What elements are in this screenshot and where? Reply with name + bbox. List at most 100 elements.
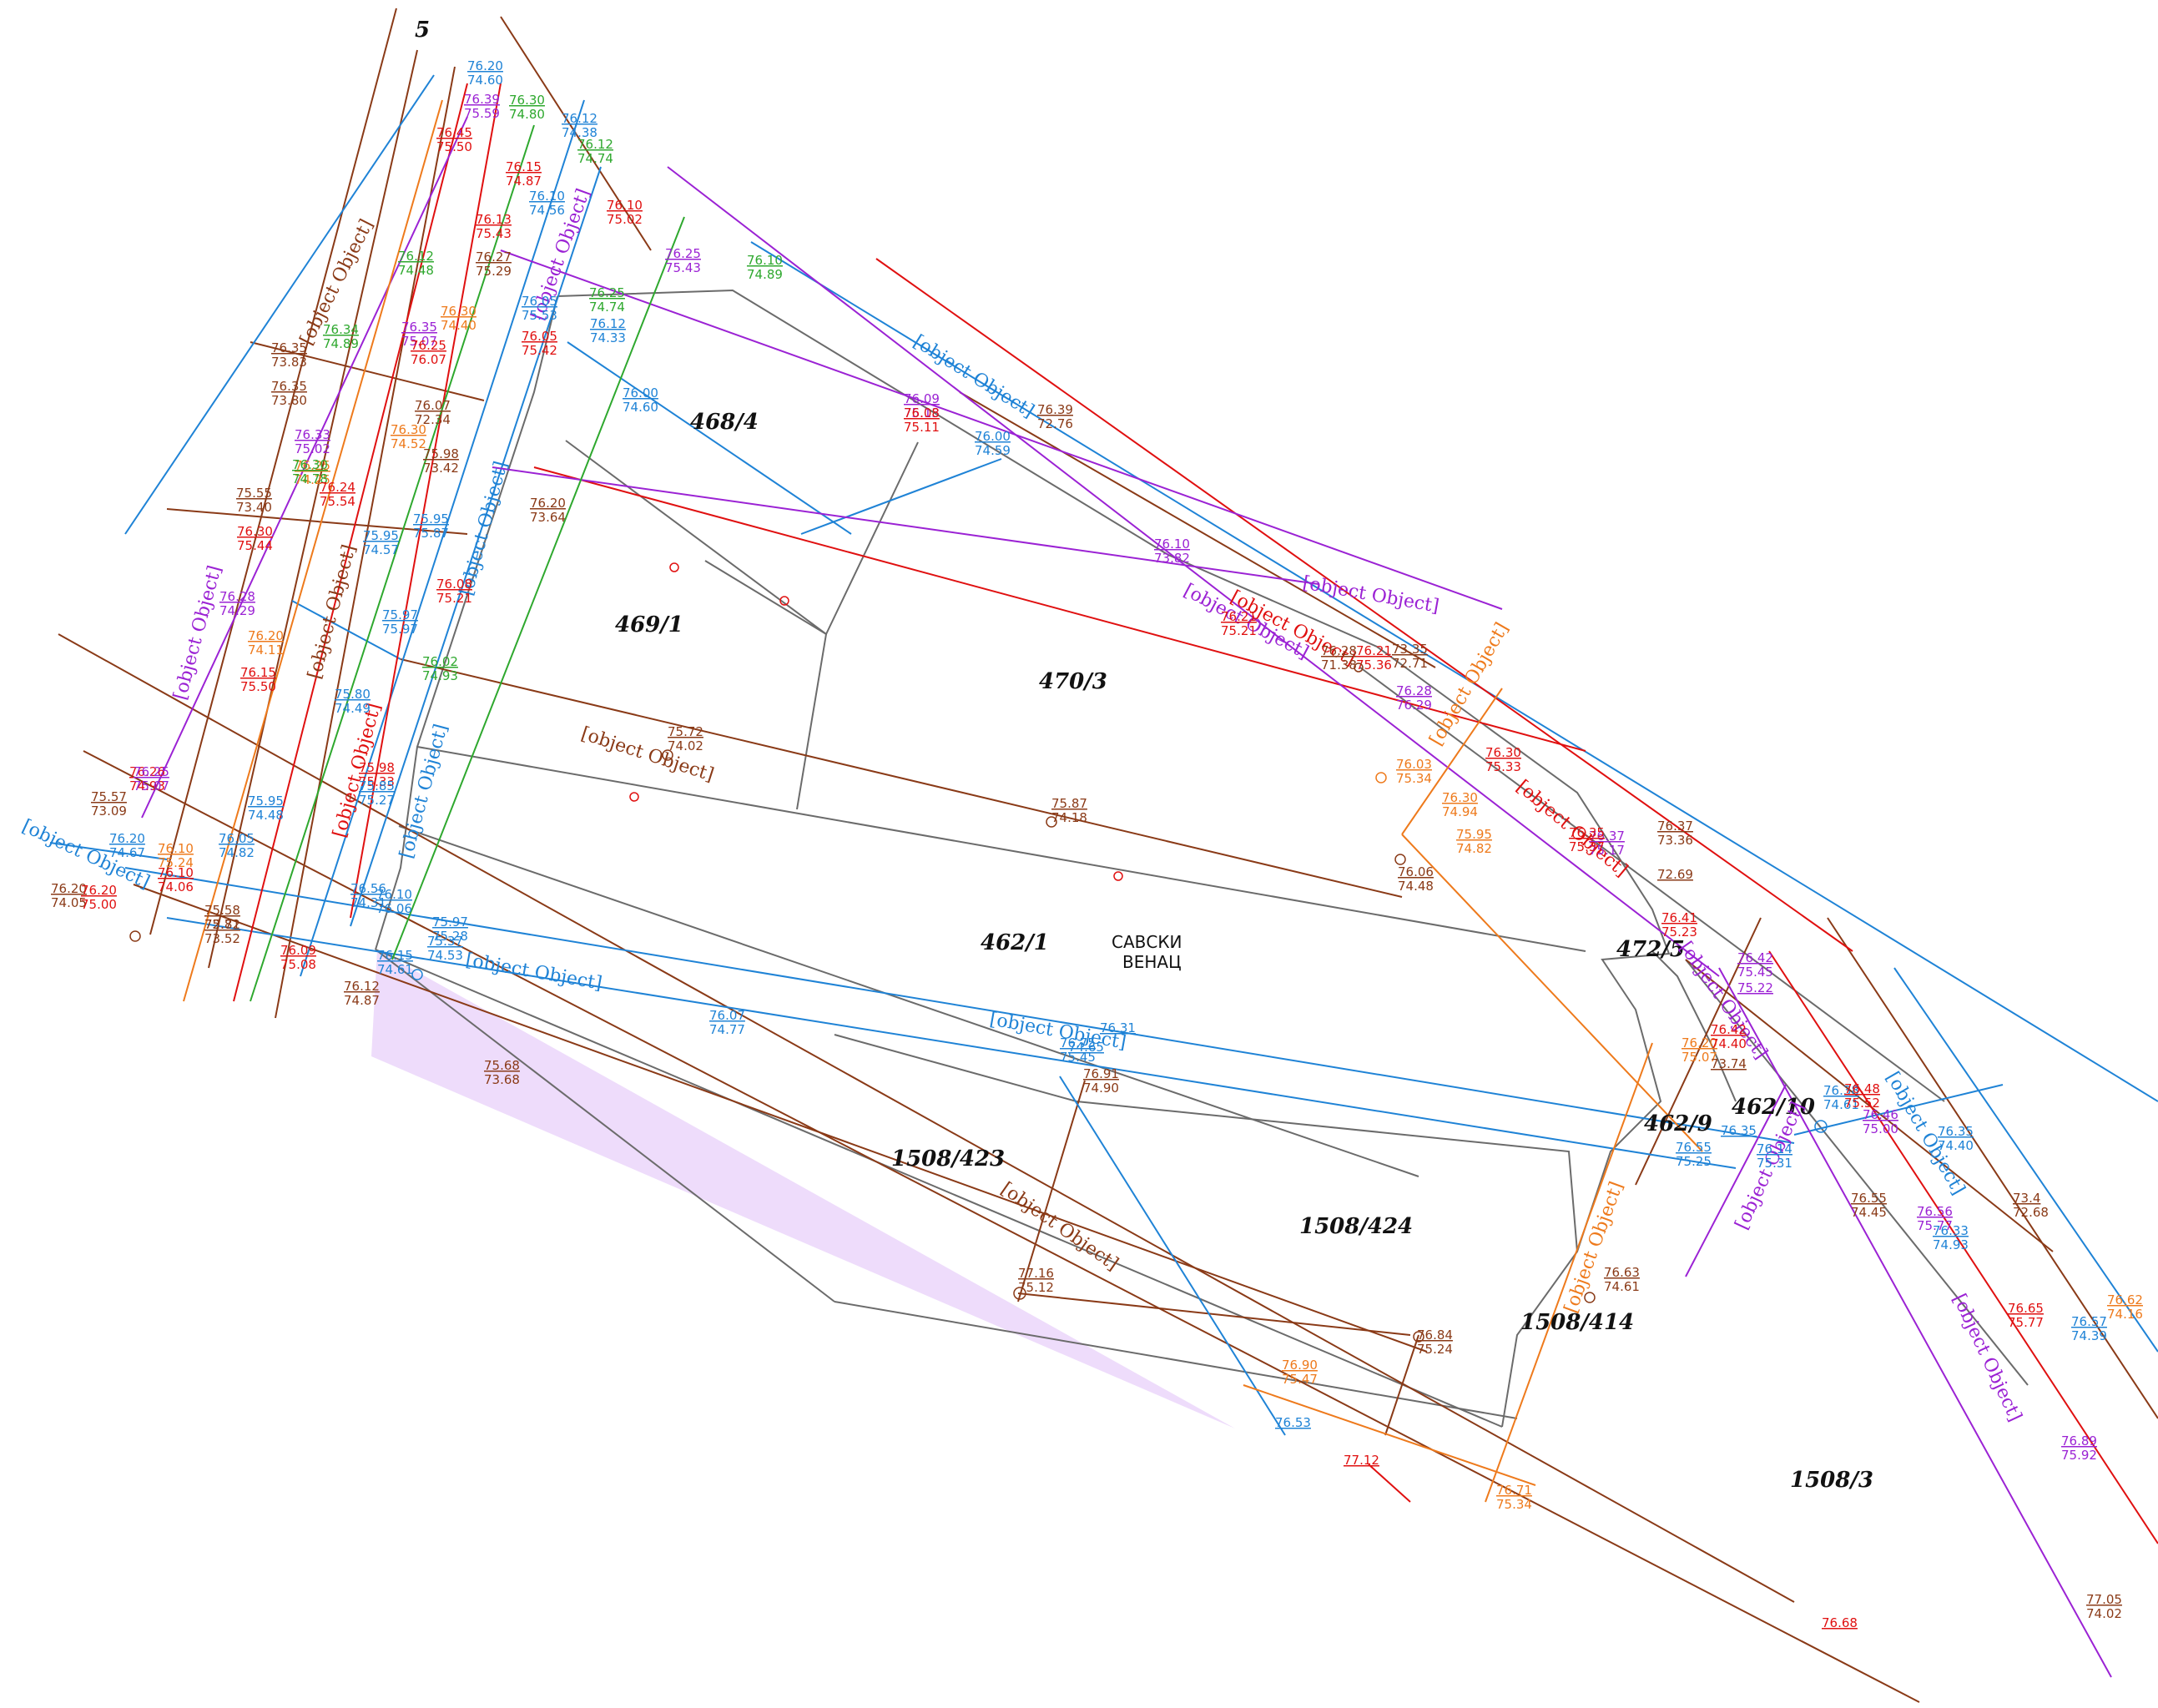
elevation-bottom: 74.94 <box>1442 804 1478 819</box>
elevation-top: 76.30 <box>292 457 328 472</box>
elevation-bottom: 75.29 <box>476 264 512 279</box>
manhole-icon <box>1375 772 1387 783</box>
elevation-top: 76.41 <box>1661 910 1697 925</box>
elevation-bottom: 74.89 <box>323 336 359 351</box>
elevation-top: 76.37 <box>1657 819 1693 834</box>
elevation-bottom: 73.40 <box>236 500 272 515</box>
telecom-lines <box>141 116 2112 1678</box>
elevation-bottom: 74.56 <box>529 203 565 218</box>
elevation-top: 75.97 <box>432 914 468 930</box>
elevation-top: 76.42 <box>1737 950 1773 965</box>
elevation-bottom: 76.07 <box>411 352 446 367</box>
elevation-top: 75.22 <box>1737 980 1773 995</box>
elevation-top: 76.13 <box>476 212 512 227</box>
elevation-bottom: 75.33 <box>1485 759 1521 774</box>
elevation-bottom: 74.78 <box>292 471 328 486</box>
parcel-label: 469/1 <box>615 612 683 637</box>
elevation-top: 75.98 <box>359 760 395 775</box>
elevation-top: 76.75 <box>1060 1035 1096 1050</box>
elevation-bottom: 75.21 <box>1221 623 1257 638</box>
elevation-top: 76.35 <box>1938 1124 1974 1139</box>
elevation-bottom: 73.52 <box>204 931 240 946</box>
elevation-top: 76.30 <box>509 93 545 108</box>
elevation-bottom: 74.93 <box>1933 1237 1969 1252</box>
elevation-top: 76.10 <box>747 253 783 268</box>
elevation-top: 76.20 <box>530 496 566 511</box>
elevation-bottom: 74.49 <box>335 701 371 716</box>
parcel-label: 1508/423 <box>891 1146 1005 1171</box>
parcel-label: 470/3 <box>1039 669 1107 694</box>
elevation-top: 75.57 <box>91 789 127 804</box>
elevation-top: 76.28 <box>219 589 255 604</box>
elevation-bottom: 75.34 <box>1496 1497 1532 1512</box>
elevation-top: 76.56 <box>1917 1204 1953 1219</box>
elevation-bottom: 75.52 <box>1844 1096 1880 1111</box>
elevation-top: 76.20 <box>81 883 117 898</box>
elevation-bottom: 74.40 <box>441 318 476 333</box>
elevation-top: 76.39 <box>1037 402 1073 417</box>
heat-lines <box>250 124 685 1002</box>
elevation-bottom: 74.45 <box>1851 1205 1887 1220</box>
elevation-top: 76.10 <box>1154 537 1190 552</box>
parcel-label: 472/5 <box>1616 937 1685 962</box>
elevation-bottom: 75.50 <box>436 139 472 154</box>
elevation-bottom: 75.34 <box>1396 771 1432 786</box>
elevation-bottom: 75.44 <box>237 538 273 553</box>
elevation-bottom: 75.00 <box>81 897 117 912</box>
elevation-bottom: 74.48 <box>248 808 284 823</box>
elevation-top: 76.39 <box>464 92 500 107</box>
elevation-top: 75.95 <box>248 794 284 809</box>
elevation-top: 76.33 <box>295 427 330 442</box>
elevation-top: 76.35 <box>271 379 307 394</box>
elevation-top: 76.89 <box>2061 1433 2097 1449</box>
elevation-top: 75.87 <box>1051 796 1087 811</box>
elevation-top: 76.55 <box>1676 1140 1712 1155</box>
elevation-top: 76.26 <box>129 764 165 779</box>
elevation-bottom: 73.83 <box>271 355 307 370</box>
sheet-number: 5 <box>415 18 430 43</box>
elevation-bottom: 75.50 <box>240 679 276 694</box>
elevation-top: 75.58 <box>204 903 240 918</box>
elevation-top: 76.35 <box>1721 1123 1757 1138</box>
elevation-bottom: 75.45 <box>1060 1050 1096 1065</box>
elevation-bottom: 74.40 <box>1938 1138 1974 1153</box>
elevation-top: 76.28 <box>1321 643 1357 658</box>
elevation-top: 76.07 <box>415 398 451 413</box>
elevation-bottom: 75.02 <box>607 212 643 227</box>
elevation-bottom: 73.36 <box>1657 833 1693 848</box>
elevation-top: 76.30 <box>391 422 426 437</box>
elevation-bottom: 75.59 <box>464 106 500 121</box>
elevation-top: 72.69 <box>1657 867 1693 882</box>
elevation-top: 76.25 <box>411 338 446 353</box>
elevation-top: 76.09 <box>280 943 316 958</box>
elevation-top: 76.34 <box>323 322 359 337</box>
parcel-labels: 468/4 469/1 470/3 462/1 472/5 462/10 462… <box>615 410 1873 1493</box>
elevation-bottom: 74.31 <box>350 895 386 910</box>
elevation-top: 77.16 <box>1018 1266 1054 1281</box>
elevation-bottom: 74.39 <box>2071 1328 2107 1343</box>
elevation-bottom: 75.02 <box>295 441 330 456</box>
elevation-top: 76.12 <box>344 979 380 994</box>
elevation-top: 76.90 <box>1282 1358 1318 1373</box>
elevation-bottom: 75.43 <box>665 260 701 275</box>
elevation-top: 75.98 <box>423 446 459 461</box>
elevation-bottom: 75.92 <box>2061 1448 2097 1463</box>
elevation-bottom: 75.77 <box>2008 1315 2044 1330</box>
elevation-bottom: 75.07 <box>134 778 169 794</box>
elevation-top: 77.12 <box>1344 1453 1379 1468</box>
elevation-top: 76.48 <box>1844 1081 1880 1096</box>
elevation-bottom: 74.67 <box>109 845 145 860</box>
elevation-bottom: 74.40 <box>1711 1036 1747 1051</box>
elevation-bottom: 74.33 <box>590 330 626 345</box>
elevation-bottom: 75.43 <box>476 226 512 241</box>
elevation-bottom: 74.18 <box>1051 810 1087 825</box>
elevation-top: 76.31 <box>1100 1020 1136 1035</box>
elevation-bottom: 73.64 <box>530 510 566 525</box>
elevation-bottom: 74.60 <box>467 73 503 88</box>
elevation-top: 76.20 <box>51 881 87 896</box>
electric-lines <box>233 83 2158 1544</box>
elevation-bottom: 74.80 <box>509 107 545 122</box>
elevation-bottom: 74.87 <box>344 993 380 1008</box>
parcel-label: 462/1 <box>981 930 1049 955</box>
manhole-icon <box>1814 1120 1828 1133</box>
